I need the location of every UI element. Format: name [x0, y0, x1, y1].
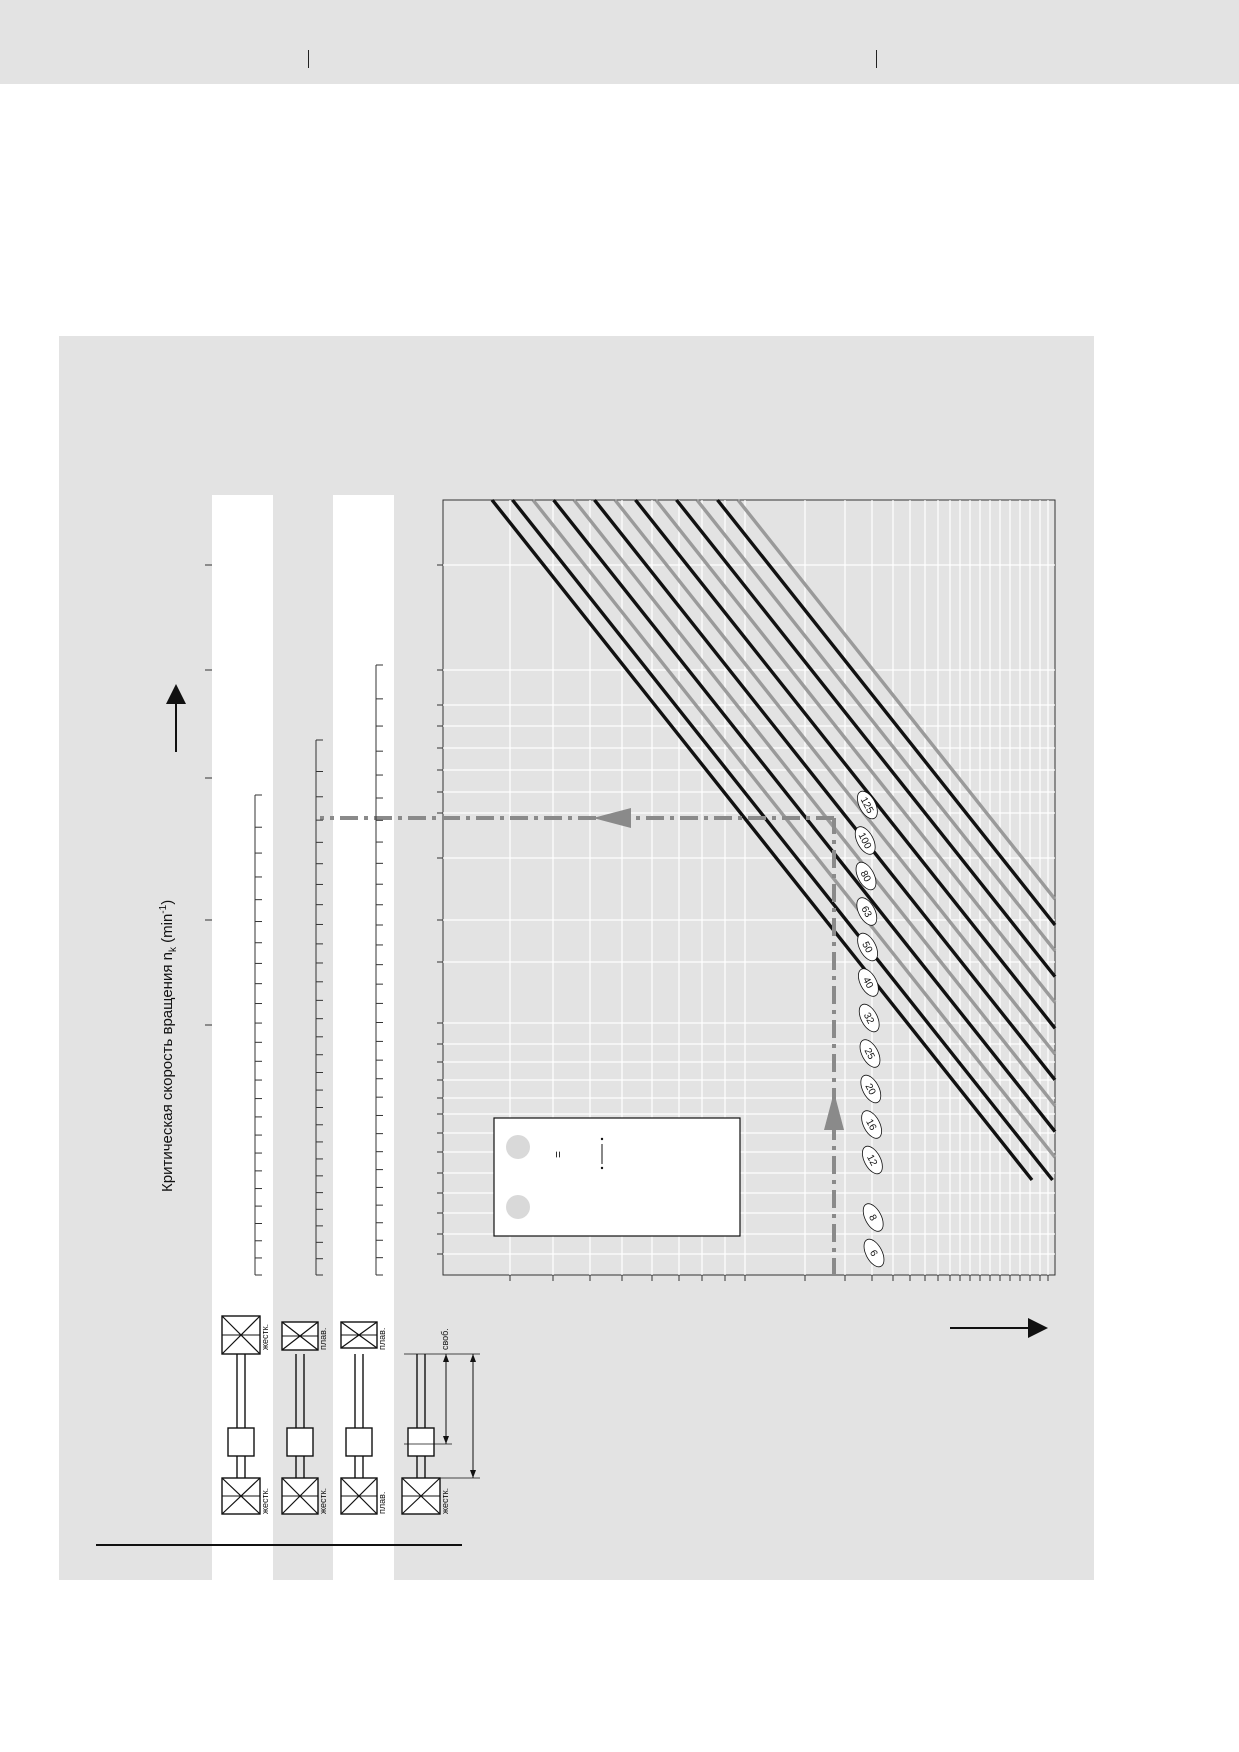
series-labels: 6 8 12 16 20 25 32 40 50 63 80 100 125 [854, 790, 885, 1268]
series-label-20: 20 [860, 1074, 882, 1104]
series-label-80: 80 [855, 861, 877, 891]
series-label-pill-32 [858, 1003, 880, 1033]
series-line-40 [593, 498, 1057, 1081]
support-diagrams: жестк. жестк. плав. жестк. плав. плав. своб. же… [221, 1315, 450, 1515]
series-label-pill-50 [857, 932, 878, 962]
series-label-text-40: 40 [860, 975, 875, 990]
support-label-right-0: жестк. [260, 1324, 270, 1350]
example-reading [320, 808, 844, 1276]
legend-marker-2 [506, 1195, 530, 1219]
series-label-100: 100 [854, 826, 876, 855]
series-line-16 [675, 498, 1057, 978]
dim-arrow-long-top [470, 1354, 476, 1362]
series-label-text-32: 32 [861, 1011, 876, 1026]
support-label-left-0: жестк. [260, 1488, 270, 1514]
support-label-right-1: плав. [318, 1328, 328, 1350]
bearing-right-0 [221, 1315, 261, 1355]
header-tick-left [308, 50, 309, 68]
nut-1 [286, 1427, 314, 1457]
bearing-left-2 [340, 1477, 378, 1515]
series-label-8: 8 [862, 1203, 884, 1232]
series-label-pill-6 [863, 1238, 885, 1268]
series-line-100 [511, 498, 1054, 1182]
series-label-pill-63 [856, 897, 878, 926]
series-label-pill-20 [860, 1074, 882, 1104]
series-line-50 [572, 498, 1057, 1107]
series-label-text-12: 12 [864, 1153, 879, 1168]
series-label-text-50: 50 [859, 940, 874, 955]
series-label-text-80: 80 [858, 869, 873, 884]
series-label-text-20: 20 [862, 1082, 877, 1097]
dim-arrow-short-bottom [443, 1436, 449, 1444]
series-label-50: 50 [857, 932, 878, 962]
series-label-pill-25 [859, 1039, 881, 1068]
bearing-right-2 [340, 1321, 378, 1349]
support-label-right-2: плав. [377, 1328, 387, 1350]
series-label-pill-12 [862, 1145, 883, 1175]
rpm-scale-strip-1 [212, 495, 273, 1580]
series-line-6 [736, 498, 1057, 901]
support-label-left-3: жестк. [440, 1488, 450, 1514]
series-label-pill-80 [855, 861, 877, 891]
series-label-pill-40 [858, 968, 879, 997]
series-label-6: 6 [863, 1238, 885, 1268]
header-tick-right [876, 50, 877, 68]
series-line-12 [695, 498, 1057, 952]
support-label-left-1: жестк. [318, 1488, 328, 1514]
series-label-125: 125 [857, 790, 878, 820]
example-arrow-up [824, 1092, 844, 1130]
series-label-40: 40 [858, 968, 879, 997]
bearing-left-0 [221, 1477, 261, 1515]
bearing-right-1 [281, 1321, 319, 1351]
series-line-25 [634, 498, 1057, 1030]
legend-frame [493, 1117, 741, 1237]
bearing-left-1 [281, 1477, 319, 1515]
footer-rule [96, 1544, 462, 1546]
series-label-text-63: 63 [858, 904, 873, 919]
nut-0 [227, 1427, 255, 1457]
series-label-25: 25 [859, 1039, 881, 1068]
series-label-pill-125 [857, 790, 878, 820]
series-line-32 [613, 498, 1057, 1056]
bearing-left-3 [401, 1477, 441, 1515]
series-label-16: 16 [861, 1110, 882, 1139]
legend-dot-1 [600, 1166, 604, 1170]
series-label-pill-8 [862, 1203, 884, 1232]
legend-dot-2 [600, 1137, 604, 1141]
series-label-32: 32 [858, 1003, 880, 1033]
support-label-right-3: своб. [440, 1328, 450, 1350]
series-label-12: 12 [862, 1145, 883, 1175]
legend-equals: = [551, 1151, 565, 1158]
series-label-text-8: 8 [866, 1213, 879, 1223]
rpm-scales [205, 564, 383, 1276]
series-label-63: 63 [856, 897, 878, 926]
support-label-left-2: плав. [377, 1492, 387, 1514]
nut-3 [407, 1427, 435, 1457]
series-label-text-16: 16 [863, 1117, 878, 1132]
plot-ticks [437, 564, 1049, 1281]
dim-arrow-long-bottom [470, 1470, 476, 1478]
legend-marker-1 [506, 1135, 530, 1159]
series-line-80 [531, 498, 1057, 1159]
nut-2 [345, 1427, 373, 1457]
example-arrow-left [593, 808, 631, 828]
page-header-band [0, 0, 1239, 84]
series-label-pill-16 [861, 1110, 882, 1139]
dim-arrow-short-top [443, 1354, 449, 1362]
series-lines [490, 498, 1057, 1182]
series-line-8 [716, 498, 1057, 927]
series-label-pill-100 [854, 826, 876, 855]
series-line-125 [490, 498, 1034, 1182]
series-line-63 [552, 498, 1057, 1133]
series-label-text-25: 25 [862, 1046, 877, 1061]
series-line-20 [654, 498, 1057, 1004]
series-label-text-6: 6 [867, 1248, 880, 1258]
dimension-arrows [404, 1353, 480, 1479]
legend-box: = [493, 1117, 741, 1237]
